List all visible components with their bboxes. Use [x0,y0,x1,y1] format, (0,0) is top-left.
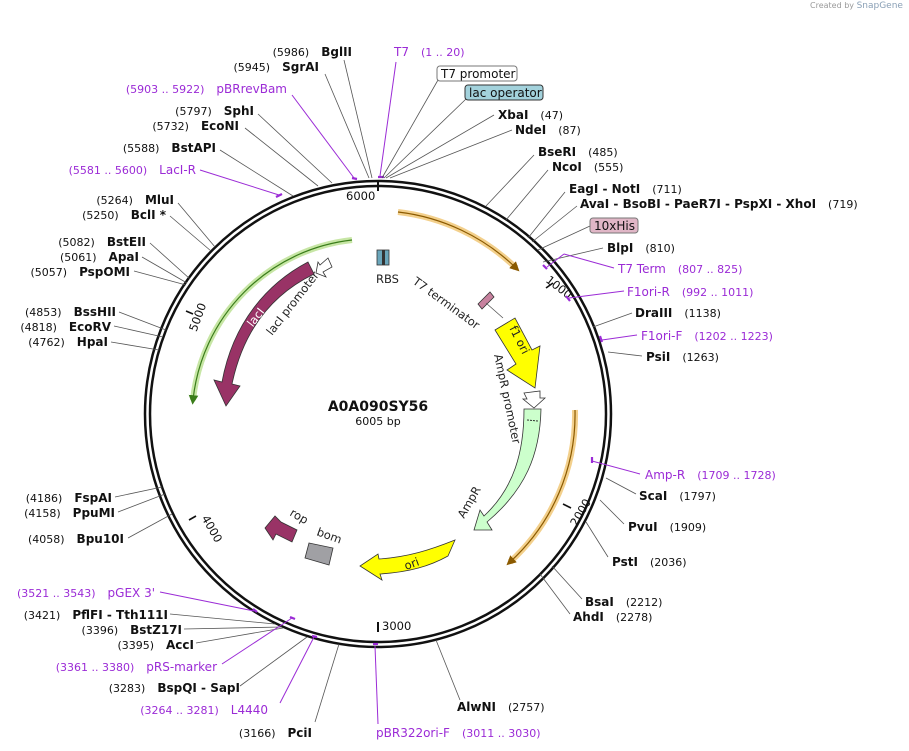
rbs-label: RBS [376,272,399,286]
primer-pbr322ori-f[interactable]: pBR322ori-F(3011 .. 3030) [376,726,541,740]
primer-f1ori-r[interactable]: F1ori-R(992 .. 1011) [627,285,753,299]
rop-feature [264,515,298,543]
site-ppumi[interactable]: (4158)PpuMI [24,506,115,520]
primer-f1ori-f[interactable]: F1ori-F(1202 .. 1223) [641,329,773,343]
primer-pgex3[interactable]: (3521 .. 3543)pGEX 3' [17,586,155,600]
snapgene-logo: SnapGene [856,1,903,11]
laci-feature [213,261,315,407]
tick-6000: 6000 [346,189,375,203]
tick-4000: 4000 [199,513,226,545]
site-ahdi[interactable]: AhdI(2278) [573,610,652,624]
site-sgrai[interactable]: (5945)SgrAI [234,60,319,74]
site-eagi-noti[interactable]: EagI - NotI(711) [569,182,682,196]
site-pflfi[interactable]: (3421)PflFI - Tth111I [24,608,168,622]
site-pcii[interactable]: (3166)PciI [239,726,312,740]
his-tag-label[interactable]: 10xHis [594,219,635,233]
t7-terminator-feature [477,291,495,310]
tick-5000: 5000 [186,301,209,333]
site-bstapi[interactable]: (5588)BstAPI [123,141,216,155]
site-alwni[interactable]: AlwNI(2757) [457,700,545,714]
primer-pbrrevbam[interactable]: (5903 .. 5922)pBRrevBam [126,82,287,96]
site-bspqi[interactable]: (3283)BspQI - SapI [109,681,240,695]
site-hpai[interactable]: (4762)HpaI [28,335,108,349]
bom-feature [304,542,334,566]
site-ndei[interactable]: NdeI(87) [515,123,581,137]
site-pvui[interactable]: PvuI(1909) [628,520,706,534]
site-scai[interactable]: ScaI(1797) [639,489,716,503]
t7-promoter-box [436,65,518,82]
lac-operator-box [464,84,544,101]
left-labels: (5986)BglII (5945)SgrAI (5903 .. 5922)pB… [17,45,373,740]
t7-terminator-label: T7 terminator [409,274,482,333]
his-tag-box [589,217,639,234]
site-psti[interactable]: PstI(2036) [612,555,687,569]
t7-promoter-label[interactable]: T7 promoter [440,67,516,81]
primer-prs-marker[interactable]: (3361 .. 3380)pRS-marker [56,660,217,674]
site-bstz17i[interactable]: (3396)BstZ17I [82,623,182,637]
site-bcli[interactable]: (5250)BclI * [82,208,167,222]
site-bseri[interactable]: BseRI(485) [538,145,618,159]
site-sphi[interactable]: (5797)SphI [175,104,254,118]
site-econi[interactable]: (5732)EcoNI [152,119,239,133]
primer-l4440[interactable]: (3264 .. 3281)L4440 [140,703,268,717]
site-ncoi[interactable]: NcoI(555) [552,160,623,174]
ori-feature [359,539,456,581]
site-bsshii[interactable]: (4853)BssHII [25,305,116,319]
right-labels: T7(1 .. 20) T7 promoter lac operator Xba… [374,45,858,740]
tick-3000: 3000 [382,619,411,633]
plasmid-size: 6005 bp [355,415,400,428]
plasmid-name: A0A090SY56 [328,399,428,415]
site-bpu10i[interactable]: (4058)Bpu10I [28,532,124,546]
site-blpi[interactable]: BlpI(810) [607,241,675,255]
laci-promoter-feature [315,257,333,278]
rop-label: rop [288,505,311,527]
site-fspai[interactable]: (4186)FspAI [26,491,112,505]
site-bglii[interactable]: (5986)BglII [273,45,352,59]
bom-label: bom [315,525,344,547]
ori-label: ori [402,555,421,573]
site-bsteii[interactable]: (5082)BstEII [58,235,146,249]
ampr-promoter-feature [521,390,547,409]
site-psii[interactable]: PsiI(1263) [646,350,719,364]
primer-t7[interactable]: T7(1 .. 20) [393,45,465,59]
f1-ori-feature [494,317,541,389]
site-xbai[interactable]: XbaI(47) [498,108,563,122]
site-mlui[interactable]: (5264)MluI [96,193,174,207]
ampr-feature [473,408,542,531]
site-acci[interactable]: (3395)AccI [117,638,194,652]
site-ecorv[interactable]: (4818)EcoRV [20,320,111,334]
lac-operator-label[interactable]: lac operator [469,86,542,100]
site-apai[interactable]: (5061)ApaI [60,250,139,264]
site-draiii[interactable]: DraIII(1138) [635,306,721,320]
primer-laci-r[interactable]: (5581 .. 5600)LacI-R [69,163,196,177]
site-pspomi[interactable]: (5057)PspOMI [30,265,130,279]
site-bsai[interactable]: BsaI(2212) [585,595,662,609]
primer-amp-r[interactable]: Amp-R(1709 .. 1728) [645,468,776,482]
primer-t7-term[interactable]: T7 Term(807 .. 825) [617,262,742,276]
site-ava-group[interactable]: AvaI - BsoBI - PaeR7I - PspXI - XhoI(719… [580,197,858,211]
snapgene-credit: Created by SnapGene [810,1,903,11]
